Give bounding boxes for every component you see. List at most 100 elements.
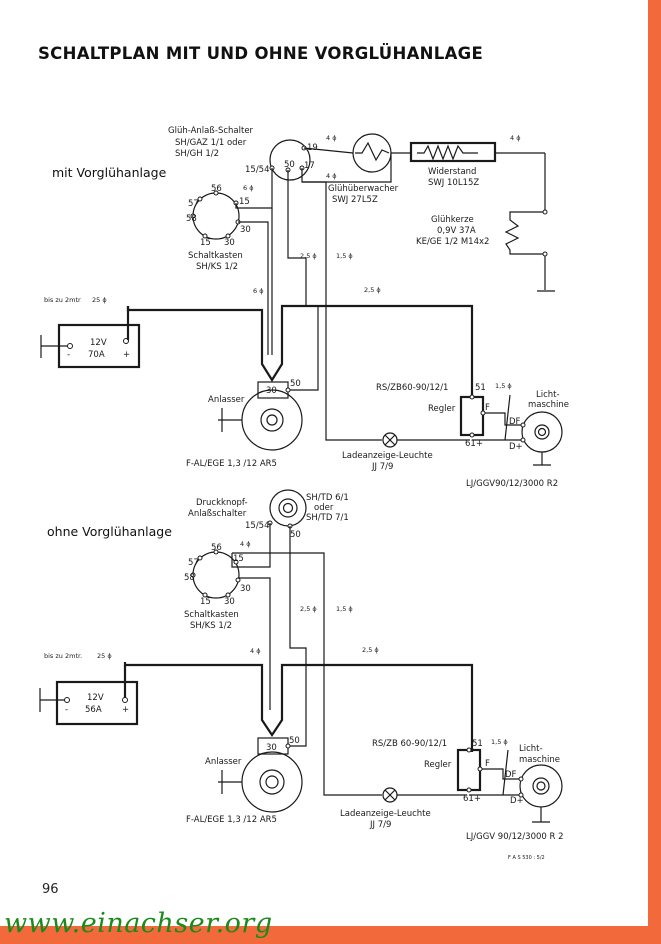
switch-box: 56 57 58 15 30 15 30 Schaltkasten SH/KS … bbox=[186, 184, 251, 272]
battery-minus: - bbox=[67, 350, 70, 360]
switch-box: 56 57 58 15 30 15 30 Schaltkasten SH/KS … bbox=[184, 543, 251, 631]
switch-type-2: SH/GH 1/2 bbox=[175, 149, 219, 159]
regulator: RS/ZB60-90/12/1 51 F 61+ Regler bbox=[376, 383, 490, 449]
regulator-name: Regler bbox=[428, 404, 456, 414]
battery-70a: 12V 70A - + bis zu 2mtr 25 ϕ bbox=[40, 296, 141, 369]
diagram-without-preheat: Druckknopf- Anlaßschalter SH/TD 6/1 oder… bbox=[39, 489, 564, 861]
terminal-50: 50 bbox=[284, 160, 295, 170]
wire-label: 6 ϕ bbox=[243, 184, 254, 192]
terminal-DF: DF bbox=[509, 417, 521, 427]
generator: Licht- maschine DF D+ LJ/GGV90/12/3000 R… bbox=[466, 382, 569, 489]
resistor: Widerstand SWJ 10L15Z bbox=[409, 141, 497, 188]
switch-type-3: SH/TD 7/1 bbox=[306, 513, 349, 523]
wire-label: 6 ϕ bbox=[253, 287, 264, 295]
starter-type: F-AL/EGE 1,3 /12 AR5 bbox=[186, 459, 277, 469]
glowplug: Glühkerze 0,9V 37A KE/GE 1/2 M14x2 bbox=[416, 153, 555, 292]
starter-name: Anlasser bbox=[208, 395, 245, 405]
terminal-D: D+ bbox=[509, 442, 523, 452]
battery-plus: + bbox=[122, 705, 129, 715]
terminal-51: 51 bbox=[472, 739, 483, 749]
resistor-name: Widerstand bbox=[428, 167, 476, 177]
charge-lamp: Ladeanzeige-Leuchte JJ 7/9 bbox=[340, 787, 467, 830]
push-button-switch: Druckknopf- Anlaßschalter SH/TD 6/1 oder… bbox=[188, 489, 349, 540]
starter-motor: 30 50 Anlasser F-AL/EGE 1,3 /12 AR5 bbox=[186, 306, 319, 469]
starter-name: Anlasser bbox=[205, 757, 242, 767]
wire-label: 1,5 ϕ bbox=[336, 605, 353, 613]
battery-56a: 12V 56A - + bis zu 2mtr. 25 ϕ bbox=[39, 652, 139, 726]
terminal-F: F bbox=[485, 403, 490, 413]
wire-label: 1,5 ϕ bbox=[495, 382, 512, 390]
wire-label: 2,5 ϕ bbox=[362, 646, 379, 654]
terminal-30: 30 bbox=[266, 386, 277, 396]
switch-type-2: oder bbox=[314, 503, 334, 513]
battery-plus: + bbox=[123, 350, 130, 360]
watermark-link[interactable]: www.einachser.org bbox=[4, 908, 273, 939]
cable-note: bis zu 2mtr. bbox=[44, 652, 82, 660]
battery-capacity: 56A bbox=[85, 705, 102, 715]
terminal-D: D+ bbox=[510, 796, 524, 806]
terminal-F: F bbox=[485, 759, 490, 769]
terminal: 15 bbox=[200, 597, 211, 607]
terminal: 15 bbox=[200, 238, 211, 248]
terminal: 30 bbox=[240, 225, 251, 235]
generator-name-2: maschine bbox=[519, 755, 560, 765]
cable-size: 25 ϕ bbox=[92, 296, 107, 304]
switch-name-1: Druckknopf- bbox=[196, 498, 248, 508]
switch-type-1: SH/TD 6/1 bbox=[306, 493, 349, 503]
box-name: Schaltkasten bbox=[184, 610, 239, 620]
battery-voltage: 12V bbox=[87, 693, 104, 703]
terminal-50: 50 bbox=[290, 530, 301, 540]
terminal-50: 50 bbox=[289, 736, 300, 746]
switch-name: Glüh-Anlaß-Schalter bbox=[168, 126, 254, 136]
terminal: 57 bbox=[188, 558, 199, 568]
generator-name-1: Licht- bbox=[519, 744, 543, 754]
terminal-30: 30 bbox=[266, 743, 277, 753]
section-label-without-glow: ohne Vorglühanlage bbox=[47, 524, 172, 539]
terminal: 30 bbox=[224, 238, 235, 248]
terminal-61: 61+ bbox=[465, 439, 483, 449]
monitor-name: Glühüberwacher bbox=[328, 184, 399, 194]
generator: Licht- maschine DF D+ LJ/GGV 90/12/3000 … bbox=[466, 738, 564, 842]
terminal: 30 bbox=[224, 597, 235, 607]
glowplug-spec: 0,9V 37A bbox=[437, 226, 476, 236]
terminal-15-54: 15/54 bbox=[245, 165, 270, 175]
wire-label: 1,5 ϕ bbox=[491, 738, 508, 746]
glowplug-name: Glühkerze bbox=[431, 215, 474, 225]
generator-name-2: maschine bbox=[528, 400, 569, 410]
wire-label: 4 ϕ bbox=[326, 134, 337, 142]
glowplug-type: KE/GE 1/2 M14x2 bbox=[416, 237, 489, 247]
generator-type: LJ/GGV90/12/3000 R2 bbox=[466, 479, 558, 489]
glow-start-switch: Glüh-Anlaß-Schalter SH/GAZ 1/1 oder SH/G… bbox=[168, 126, 318, 181]
generator-name-1: Licht- bbox=[536, 390, 560, 400]
charge-lamp: Ladeanzeige-Leuchte JJ 7/9 bbox=[342, 432, 470, 472]
starter-type: F-AL/EGE 1,3 /12 AR5 bbox=[186, 815, 277, 825]
battery-capacity: 70A bbox=[88, 350, 105, 360]
terminal: 15 bbox=[239, 197, 250, 207]
box-type: SH/KS 1/2 bbox=[196, 262, 238, 272]
lamp-name: Ladeanzeige-Leuchte bbox=[342, 451, 433, 461]
wire-label: 4 ϕ bbox=[510, 134, 521, 142]
cable-size: 25 ϕ bbox=[97, 652, 112, 660]
lamp-type: JJ 7/9 bbox=[371, 462, 393, 472]
terminal: 56 bbox=[211, 543, 222, 553]
starter-motor: 30 50 Anlasser F-AL/EGE 1,3 /12 AR5 bbox=[186, 665, 307, 825]
wire-label: 4 ϕ bbox=[250, 647, 261, 655]
terminal-19: 19 bbox=[307, 143, 318, 153]
resistor-type: SWJ 10L15Z bbox=[428, 178, 479, 188]
terminal: 56 bbox=[211, 184, 222, 194]
diagram-with-preheat: Glüh-Anlaß-Schalter SH/GAZ 1/1 oder SH/G… bbox=[40, 126, 569, 489]
terminal-17: 17 bbox=[304, 161, 315, 171]
page-title: SCHALTPLAN MIT UND OHNE VORGLÜHANLAGE bbox=[38, 44, 484, 63]
generator-type: LJ/GGV 90/12/3000 R 2 bbox=[466, 832, 564, 842]
wire-label: 2,5 ϕ bbox=[364, 286, 381, 294]
lamp-name: Ladeanzeige-Leuchte bbox=[340, 809, 431, 819]
battery-voltage: 12V bbox=[90, 338, 107, 348]
terminal-61: 61+ bbox=[463, 794, 481, 804]
page-number: 96 bbox=[42, 882, 59, 897]
terminal-51: 51 bbox=[475, 383, 486, 393]
terminal-50: 50 bbox=[290, 379, 301, 389]
lamp-type: JJ 7/9 bbox=[369, 820, 391, 830]
wire-label: 2,5 ϕ bbox=[300, 252, 317, 260]
monitor-type: SWJ 27L5Z bbox=[332, 195, 378, 205]
